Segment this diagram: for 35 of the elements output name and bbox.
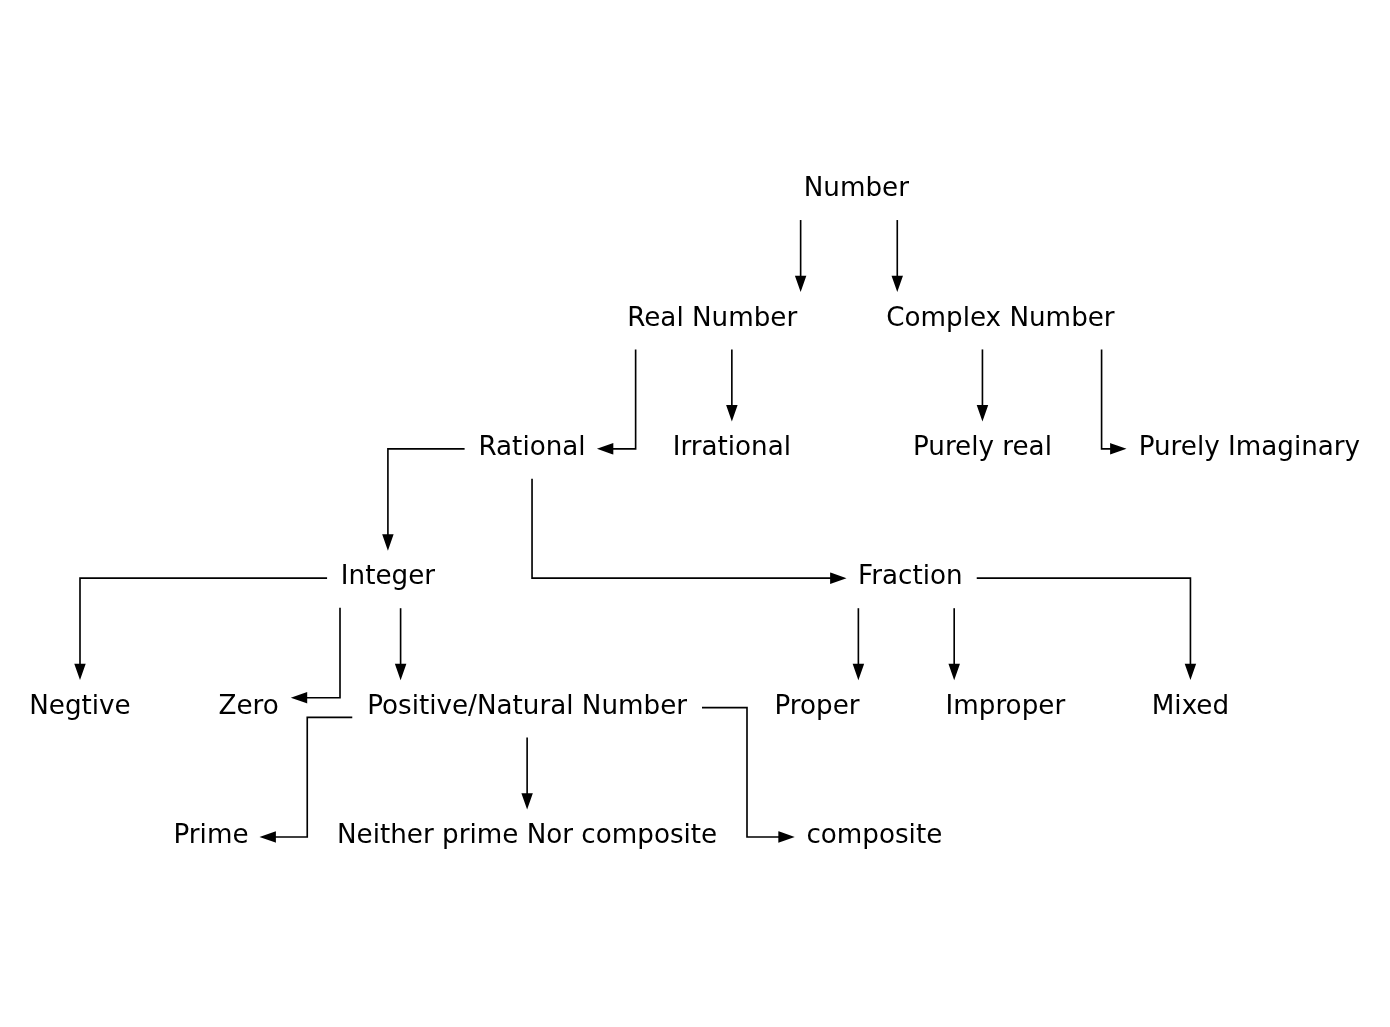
node-text: Improper (945, 689, 1066, 720)
node-text: Proper (774, 689, 860, 720)
node-text: Negtive (29, 689, 131, 720)
node-text: Number (803, 172, 909, 203)
node-text: Purely real (912, 431, 1052, 462)
arrow (290, 606, 341, 704)
arrow (531, 478, 847, 584)
arrow (394, 607, 407, 681)
arrow (74, 577, 328, 681)
node-text: Real Number (627, 301, 798, 332)
arrow (382, 448, 466, 551)
node-text: Rational (478, 431, 586, 462)
arrow (596, 348, 637, 455)
node-text: composite (806, 819, 943, 850)
node-text: Purely Imaginary (1138, 431, 1361, 462)
arrow (701, 706, 795, 843)
arrow (794, 219, 807, 293)
node-text: Zero (218, 689, 279, 720)
node-text: Irrational (672, 431, 792, 462)
arrow (259, 716, 354, 843)
arrow (726, 348, 738, 422)
node-text: Neither prime Nor composite (337, 819, 718, 850)
node-text: Integer (340, 560, 436, 591)
node-text: Prime (173, 819, 249, 850)
arrow (891, 219, 903, 293)
arrow (975, 577, 1197, 681)
node-text: Complex Number (886, 301, 1115, 332)
node-text: Fraction (858, 560, 963, 591)
arrow (976, 348, 989, 422)
arrow (1100, 348, 1127, 455)
arrow (521, 736, 533, 810)
arrow (852, 607, 865, 681)
arrow (948, 607, 960, 681)
node-text: Positive/Natural Number (367, 689, 688, 720)
node-text: Mixed (1151, 689, 1230, 720)
